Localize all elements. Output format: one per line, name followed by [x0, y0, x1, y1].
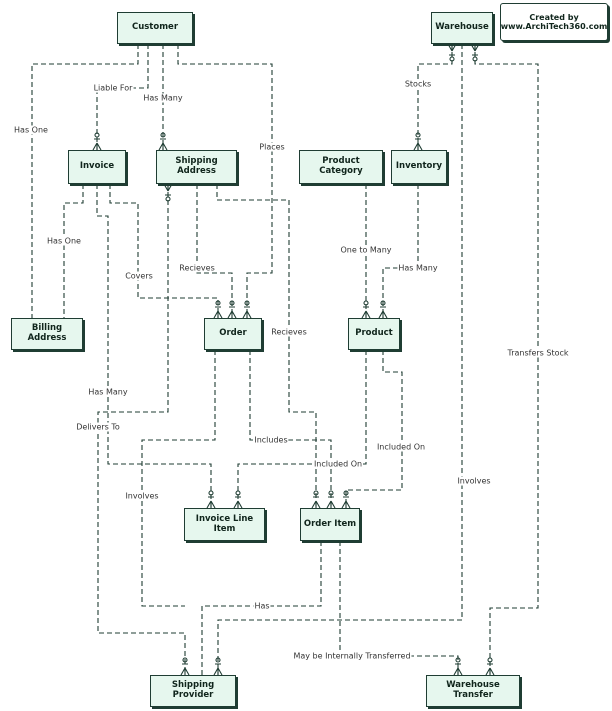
- crows-foot-marker: [485, 663, 495, 676]
- rel-label-involves-2: Involves: [456, 476, 492, 486]
- optional-marker: [343, 490, 349, 496]
- crows-foot-marker: [447, 43, 457, 56]
- line-product-orderitem: [345, 350, 403, 508]
- line-orderitem-transfer: [339, 541, 459, 675]
- optional-marker: [328, 490, 334, 496]
- optional-marker: [487, 657, 493, 663]
- entity-invoice[interactable]: Invoice: [68, 150, 126, 184]
- entity-customer[interactable]: Customer: [117, 12, 193, 44]
- optional-marker: [313, 490, 319, 496]
- rel-label-may-be-transferred: May be Internally Transferred: [292, 651, 412, 661]
- line-product-lineitem: [237, 350, 367, 508]
- optional-marker: [363, 300, 369, 306]
- rel-label-has-one-1: Has One: [13, 125, 49, 135]
- optional-marker: [165, 196, 171, 202]
- line-shipaddr-shipprov: [97, 184, 186, 675]
- entity-order[interactable]: Order: [204, 318, 262, 350]
- entity-warehouse-transfer[interactable]: Warehouse Transfer: [426, 675, 520, 707]
- crows-foot-marker: [92, 138, 102, 151]
- crows-foot-marker: [470, 43, 480, 56]
- optional-marker: [182, 657, 188, 663]
- crows-foot-marker: [163, 183, 173, 196]
- line-shipaddr-orderitem: [216, 184, 317, 508]
- line-shipaddr-order: [196, 184, 233, 318]
- crows-foot-marker: [180, 663, 190, 676]
- rel-label-has: Has: [253, 601, 271, 611]
- line-inventory-product: [382, 184, 419, 318]
- rel-label-covers: Covers: [124, 271, 154, 281]
- crows-foot-marker: [341, 496, 351, 509]
- credit-line-1: Created by: [529, 13, 579, 22]
- line-invoice-order: [109, 184, 219, 318]
- line-warehouse-shipprov: [217, 44, 463, 675]
- line-customer-billing: [31, 44, 139, 318]
- crows-foot-marker: [158, 138, 168, 151]
- entity-warehouse[interactable]: Warehouse: [431, 12, 493, 44]
- crows-foot-marker: [453, 663, 463, 676]
- optional-marker: [455, 657, 461, 663]
- optional-marker: [215, 657, 221, 663]
- crows-foot-marker: [413, 138, 423, 151]
- rel-label-liable-for: Liable For: [92, 83, 134, 93]
- crows-foot-marker: [361, 306, 371, 319]
- entity-order-item[interactable]: Order Item: [300, 508, 360, 541]
- rel-label-stocks: Stocks: [403, 79, 433, 89]
- entity-inventory[interactable]: Inventory: [391, 150, 447, 184]
- optional-marker: [94, 132, 100, 138]
- rel-label-one-to-many: One to Many: [339, 245, 393, 255]
- rel-label-recieves-2: Recieves: [270, 327, 308, 337]
- optional-marker: [449, 56, 455, 62]
- entity-product-category[interactable]: Product Category: [299, 150, 383, 184]
- rel-label-has-one-2: Has One: [46, 236, 82, 246]
- crows-foot-marker: [378, 306, 388, 319]
- line-invoice-billing: [63, 184, 84, 318]
- entity-product[interactable]: Product: [348, 318, 400, 350]
- optional-marker: [472, 56, 478, 62]
- optional-marker: [160, 132, 166, 138]
- credit-line-2: www.ArchiTech360.com: [500, 22, 608, 31]
- line-warehouse-transfer: [474, 44, 539, 675]
- crows-foot-marker: [206, 496, 216, 509]
- rel-label-recieves-1: Recieves: [178, 263, 216, 273]
- entity-shipping-provider[interactable]: Shipping Provider: [150, 675, 236, 707]
- crows-foot-marker: [311, 496, 321, 509]
- line-customer-order: [177, 44, 273, 318]
- crows-foot-marker: [213, 663, 223, 676]
- credit-box[interactable]: Created by www.ArchiTech360.com: [500, 3, 608, 41]
- rel-label-includes: Includes: [253, 435, 289, 445]
- line-customer-invoice: [96, 44, 149, 150]
- crows-foot-marker: [233, 496, 243, 509]
- rel-label-has-many-3: Has Many: [87, 387, 129, 397]
- optional-marker: [415, 132, 421, 138]
- rel-label-places: Places: [258, 142, 286, 152]
- rel-label-has-many-2: Has Many: [397, 263, 439, 273]
- rel-label-delivers-to: Delivers To: [75, 422, 121, 432]
- rel-label-transfers-stock: Transfers Stock: [506, 348, 570, 358]
- optional-marker: [208, 490, 214, 496]
- entity-billing-address[interactable]: Billing Address: [11, 318, 83, 350]
- line-order-orderitem: [249, 350, 332, 508]
- optional-marker: [215, 300, 221, 306]
- rel-label-has-many-1: Has Many: [142, 93, 184, 103]
- optional-marker: [229, 300, 235, 306]
- crows-foot-marker: [326, 496, 336, 509]
- rel-label-included-on-2: Included On: [375, 442, 427, 452]
- line-warehouse-inventory: [417, 44, 453, 150]
- crows-foot-marker: [213, 306, 223, 319]
- optional-marker: [380, 300, 386, 306]
- crows-feet-markers: [92, 43, 495, 676]
- line-invoice-lineitem: [96, 184, 212, 508]
- crows-foot-marker: [242, 306, 252, 319]
- line-order-shipprov: [141, 350, 216, 607]
- rel-label-included-on-1: Included On: [312, 459, 364, 469]
- rel-label-involves-1: Involves: [124, 491, 160, 501]
- entity-invoice-line-item[interactable]: Invoice Line Item: [184, 508, 265, 541]
- optional-marker: [235, 490, 241, 496]
- optional-marker: [244, 300, 250, 306]
- entity-shipping-address[interactable]: Shipping Address: [156, 150, 237, 184]
- crows-foot-marker: [227, 306, 237, 319]
